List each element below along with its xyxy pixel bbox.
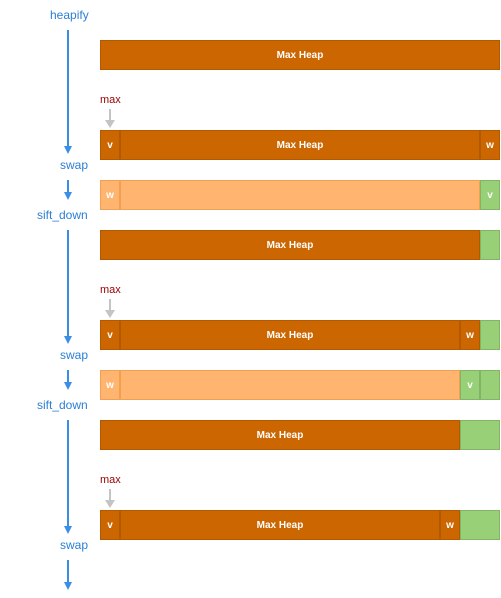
flow-arrowhead <box>64 382 72 390</box>
element-w: w <box>480 130 500 160</box>
max-heap-bar: Max Heap <box>120 130 480 160</box>
max-pointer-arrow <box>109 489 111 501</box>
max-heap-bar: Max Heap <box>100 40 500 70</box>
element-w-label: w <box>106 189 114 201</box>
max-heap-bar: Max Heap <box>100 230 480 260</box>
flow-arrowhead <box>64 582 72 590</box>
max-pointer-label: max <box>100 284 121 296</box>
step-swap-label: swap <box>60 158 89 172</box>
element-w: w <box>460 320 480 350</box>
element-w: w <box>440 510 460 540</box>
flow-arrowhead <box>64 336 72 344</box>
element-v-sorted: v <box>460 370 480 400</box>
flow-arrow <box>67 420 69 528</box>
step-sift-down-label: sift_down <box>37 398 88 412</box>
step-swap-label: swap <box>60 538 89 552</box>
element-v-label: v <box>107 329 113 341</box>
element-v-sorted: v <box>480 180 500 210</box>
max-heap-bar: Max Heap <box>120 320 460 350</box>
flow-arrow <box>67 180 69 194</box>
element-v-label: v <box>107 139 113 151</box>
element-w-label: w <box>486 139 494 151</box>
sorted-region <box>460 420 500 450</box>
element-w-label: w <box>466 329 474 341</box>
sorted-region <box>460 510 500 540</box>
max-pointer-arrowhead <box>105 500 115 508</box>
max-heap-label: Max Heap <box>256 519 304 531</box>
flow-arrow <box>67 230 69 338</box>
flow-arrowhead <box>64 146 72 154</box>
element-w: w <box>100 370 120 400</box>
max-pointer-arrow <box>109 109 111 121</box>
element-v: v <box>100 510 120 540</box>
max-pointer-label: max <box>100 94 121 106</box>
flow-arrowhead <box>64 192 72 200</box>
max-pointer-arrowhead <box>105 310 115 318</box>
max-pointer-arrowhead <box>105 120 115 128</box>
max-pointer-arrow <box>109 299 111 311</box>
max-heap-bar: Max Heap <box>120 510 440 540</box>
step-swap-label: swap <box>60 348 89 362</box>
max-pointer-label: max <box>100 474 121 486</box>
max-heap-label: Max Heap <box>266 239 314 251</box>
element-v-label: v <box>487 189 493 201</box>
flow-arrow <box>67 370 69 384</box>
max-heap-label: Max Heap <box>266 329 314 341</box>
element-v: v <box>100 130 120 160</box>
element-w-label: w <box>106 379 114 391</box>
element-v: v <box>100 320 120 350</box>
step-heapify-label: heapify <box>50 8 89 22</box>
flow-arrow <box>67 560 69 584</box>
unheaped-region <box>120 370 460 400</box>
sorted-region <box>480 370 500 400</box>
max-heap-label: Max Heap <box>256 429 304 441</box>
element-w: w <box>100 180 120 210</box>
max-heap-label: Max Heap <box>276 139 324 151</box>
element-v-label: v <box>107 519 113 531</box>
flow-arrowhead <box>64 526 72 534</box>
flow-arrow <box>67 30 69 148</box>
max-heap-bar: Max Heap <box>100 420 460 450</box>
step-sift-down-label: sift_down <box>37 208 88 222</box>
max-heap-label: Max Heap <box>276 49 324 61</box>
element-v-label: v <box>467 379 473 391</box>
unheaped-region <box>120 180 480 210</box>
sorted-region <box>480 230 500 260</box>
sorted-region <box>480 320 500 350</box>
element-w-label: w <box>446 519 454 531</box>
